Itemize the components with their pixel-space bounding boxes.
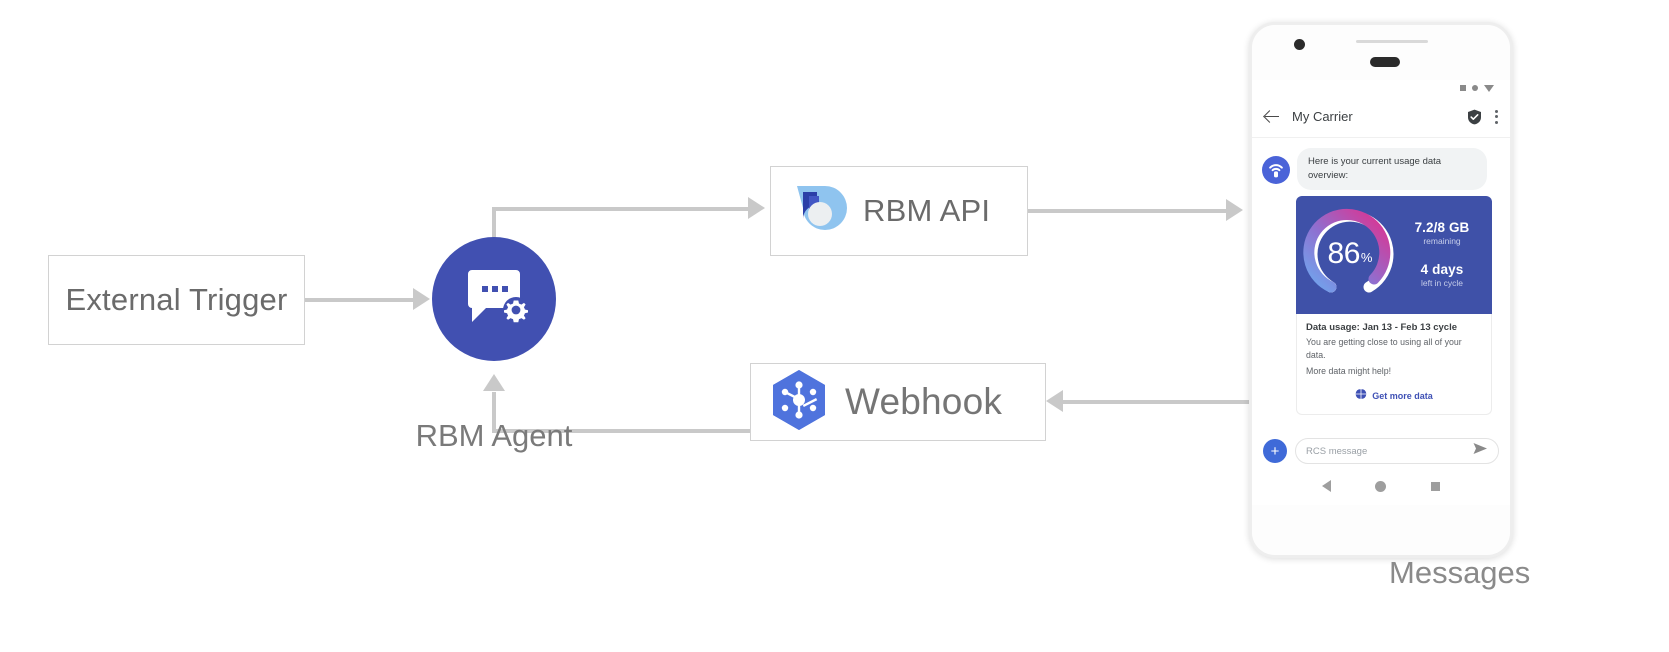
- messages-caption: Messages: [1389, 555, 1531, 590]
- conversation-thread: Here is your current usage data overview…: [1252, 138, 1510, 416]
- phone-mockup: My Carrier: [1249, 22, 1513, 558]
- rcs-message-placeholder: RCS message: [1306, 445, 1368, 457]
- globe-icon: [1353, 387, 1369, 405]
- connector-phone-to-webhook: [1062, 400, 1252, 404]
- arrowhead-agent-to-api: [748, 197, 765, 219]
- earpiece: [1370, 57, 1400, 67]
- get-more-data-label: Get more data: [1372, 391, 1433, 402]
- node-external-trigger[interactable]: External Trigger: [48, 255, 305, 345]
- phone-bottom-bezel: [1252, 505, 1510, 553]
- node-webhook[interactable]: Webhook: [750, 363, 1046, 441]
- get-more-data-action[interactable]: Get more data: [1306, 387, 1482, 405]
- circle-icon: [1472, 85, 1478, 91]
- arrowhead-trigger-to-agent: [413, 288, 430, 310]
- triangle-down-icon: [1484, 84, 1494, 92]
- verified-shield-icon: [1467, 109, 1482, 125]
- gauge-value: 86: [1327, 236, 1361, 270]
- card-stats: 7.2/8 GB remaining 4 days left in cycle: [1398, 220, 1486, 288]
- kebab-menu-icon[interactable]: [1494, 109, 1498, 124]
- rcs-message-input[interactable]: RCS message: [1295, 438, 1499, 464]
- gauge-unit: %: [1360, 250, 1373, 266]
- card-description-line1: You are getting close to using all of yo…: [1306, 336, 1462, 360]
- phone-screen: My Carrier: [1252, 80, 1510, 505]
- add-attachment-button[interactable]: +: [1263, 439, 1287, 463]
- external-trigger-label: External Trigger: [65, 282, 288, 317]
- message-composer: + RCS message: [1252, 431, 1510, 471]
- arrowhead-webhook-to-agent: [483, 374, 505, 391]
- send-icon[interactable]: [1473, 442, 1488, 460]
- connector-webhook-to-agent-horizontal: [492, 429, 750, 433]
- rbm-api-logo-icon: [787, 178, 849, 245]
- square-icon: [1460, 85, 1466, 91]
- carrier-signal-avatar-icon: [1262, 156, 1290, 184]
- status-bar: [1252, 80, 1510, 96]
- data-remaining-label: remaining: [1423, 235, 1461, 246]
- webhook-hexagon-icon: [769, 368, 829, 437]
- nav-home-icon[interactable]: [1375, 480, 1387, 492]
- speaker-grille: [1356, 40, 1428, 43]
- usage-gauge: 86 %: [1302, 206, 1398, 302]
- phone-top-bezel: [1252, 25, 1510, 80]
- incoming-message-bubble: Here is your current usage data overview…: [1297, 148, 1487, 190]
- data-remaining-value: 7.2/8 GB: [1414, 219, 1470, 235]
- back-arrow-icon[interactable]: [1264, 109, 1280, 125]
- conversation-title: My Carrier: [1292, 109, 1353, 124]
- gauge-value-group: 86 %: [1302, 206, 1398, 302]
- days-left-value: 4 days: [1420, 261, 1464, 277]
- card-title: Data usage: Jan 13 - Feb 13 cycle: [1306, 321, 1458, 333]
- days-left-label: left in cycle: [1420, 277, 1464, 288]
- connector-agent-to-api-horizontal: [492, 207, 750, 211]
- connector-api-to-phone: [1028, 209, 1228, 213]
- node-rbm-agent[interactable]: [432, 237, 556, 361]
- nav-recents-icon[interactable]: [1430, 481, 1440, 491]
- arrowhead-phone-to-webhook: [1046, 390, 1063, 412]
- nav-back-icon[interactable]: [1322, 480, 1332, 492]
- app-bar: My Carrier: [1252, 96, 1510, 138]
- front-camera-icon: [1294, 39, 1305, 50]
- rbm-api-label: RBM API: [863, 193, 991, 228]
- node-rbm-api[interactable]: RBM API: [770, 166, 1028, 256]
- android-nav-bar: [1252, 473, 1510, 499]
- arrowhead-api-to-phone: [1226, 199, 1243, 221]
- webhook-label: Webhook: [845, 381, 1003, 422]
- connector-trigger-to-agent: [305, 298, 415, 302]
- rbm-agent-caption: RBM Agent: [415, 418, 573, 453]
- connector-webhook-to-agent-vertical: [492, 392, 496, 431]
- connector-agent-to-api-vertical: [492, 207, 496, 247]
- data-usage-card-body: Data usage: Jan 13 - Feb 13 cycle You ar…: [1296, 313, 1492, 416]
- card-description-line2: More data might help!: [1306, 365, 1392, 376]
- message-row: Here is your current usage data overview…: [1262, 148, 1500, 190]
- chat-gear-icon: [458, 264, 530, 335]
- data-usage-card[interactable]: 86 % 7.2/8 GB remaining 4 days left in c…: [1296, 195, 1492, 314]
